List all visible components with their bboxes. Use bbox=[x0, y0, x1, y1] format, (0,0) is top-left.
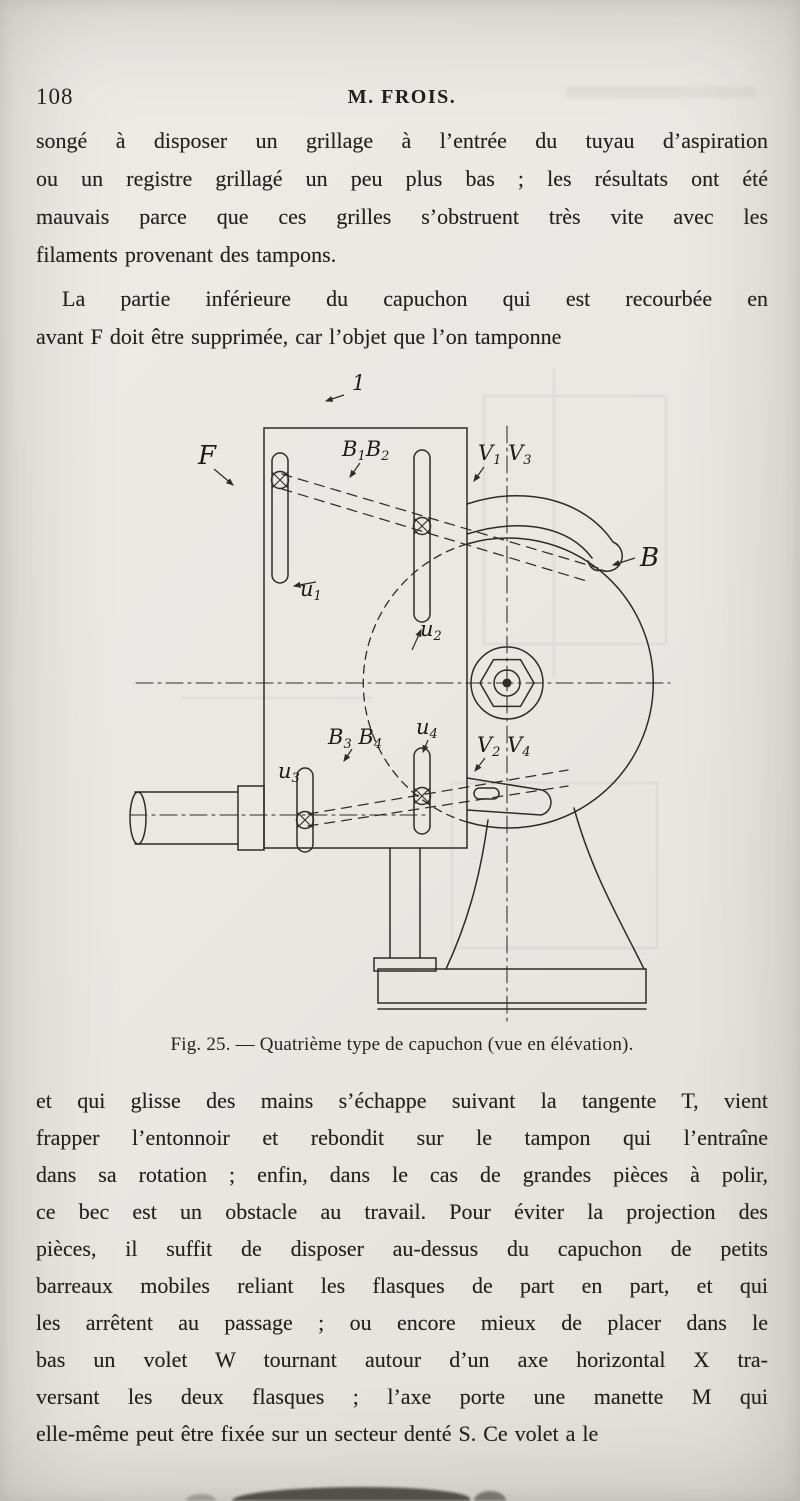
text-line: et qui glisse des mains s’échappe suivan… bbox=[36, 1088, 768, 1113]
text-line: barreaux mobiles reliant les flasques de… bbox=[36, 1273, 768, 1298]
text-line: ce bec est un obstacle au travail. Pour … bbox=[36, 1199, 768, 1224]
page-number: 108 bbox=[36, 84, 74, 109]
suction-tube bbox=[129, 785, 265, 851]
text-line: dans sa rotation ; enfin, dans le cas de… bbox=[36, 1162, 768, 1187]
text-line: mauvais parce que ces grilles s’obstruen… bbox=[36, 204, 768, 229]
label-u3: u3 bbox=[278, 759, 300, 786]
text-line: frapper l’entonnoir et rebondit sur le t… bbox=[36, 1125, 768, 1150]
pedestal-base bbox=[377, 807, 647, 1010]
text-line: La partie inférieure du capuchon qui est… bbox=[62, 286, 768, 311]
label-b3b4: B3 B4 bbox=[327, 725, 382, 752]
figure-caption: Fig. 25. — Quatrième type de capuchon (v… bbox=[170, 1034, 634, 1055]
bolt-v3 bbox=[412, 516, 432, 536]
scan-artifact-dot bbox=[474, 1491, 506, 1501]
support-column bbox=[373, 847, 437, 972]
label-v2v4: V2 V4 bbox=[477, 733, 531, 760]
scan-artifact-small bbox=[186, 1494, 216, 1501]
paragraph-3: et qui glisse des mains s’échappe suivan… bbox=[36, 1082, 768, 1452]
label-v1v3: V1 V3 bbox=[478, 441, 532, 468]
label-1: 1 bbox=[352, 371, 365, 395]
paragraph-1: songé à disposer un grillage à l’entrée … bbox=[36, 122, 768, 274]
bleed-through-ghost bbox=[182, 368, 668, 950]
page-header: 108 M. FROIS. bbox=[36, 84, 768, 116]
text-line: versant les deux flasques ; l’axe porte … bbox=[36, 1384, 768, 1409]
text-line: bas un volet W tournant autour d’un axe … bbox=[36, 1347, 768, 1372]
label-f: F bbox=[197, 441, 217, 471]
running-title: M. FROIS. bbox=[347, 86, 457, 108]
text-line: avant F doit être supprimée, car l’objet… bbox=[36, 324, 562, 349]
center-lines bbox=[129, 425, 671, 1023]
text-line: songé à disposer un grillage à l’entrée … bbox=[36, 128, 768, 153]
slot-bars bbox=[271, 449, 431, 853]
scan-artifact-top bbox=[566, 86, 756, 98]
wheel-hub bbox=[470, 646, 544, 720]
text-line: elle-même peut être fixée sur un secteur… bbox=[36, 1421, 599, 1446]
lower-arm bbox=[466, 777, 552, 816]
bolt-v1 bbox=[270, 470, 290, 490]
figure-labels: 1 F B1B2 V1 V3 B u1 u2 B3 B4 u3 u4 V2 V4 bbox=[197, 371, 659, 786]
label-b1b2: B1B2 bbox=[341, 437, 389, 464]
text-line: filaments provenant des tampons. bbox=[36, 242, 337, 267]
label-b: B bbox=[639, 543, 659, 573]
tie-rods bbox=[281, 473, 599, 827]
figure-drawing: 1 F B1B2 V1 V3 B u1 u2 B3 B4 u3 u4 V2 V4 bbox=[129, 368, 671, 1023]
label-u4: u4 bbox=[416, 715, 438, 742]
text-line: pièces, il suffit de disposer au-dessus … bbox=[36, 1236, 768, 1261]
scan-artifact-bottom bbox=[232, 1487, 470, 1501]
text-line: ou un registre grillagé un peu plus bas … bbox=[36, 166, 768, 191]
label-leaders bbox=[213, 394, 636, 772]
figure-25: 1 F B1B2 V1 V3 B u1 u2 B3 B4 u3 u4 V2 V4… bbox=[36, 368, 768, 1056]
text-line: les arrêtent au passage ; ou encore mieu… bbox=[36, 1310, 768, 1335]
paragraph-2: La partie inférieure du capuchon qui est… bbox=[36, 280, 768, 356]
hood-plate bbox=[263, 427, 468, 849]
label-u1: u1 bbox=[300, 577, 322, 604]
wheel bbox=[362, 537, 655, 829]
label-u2: u2 bbox=[420, 617, 442, 644]
hood-curve-bec bbox=[466, 494, 623, 572]
